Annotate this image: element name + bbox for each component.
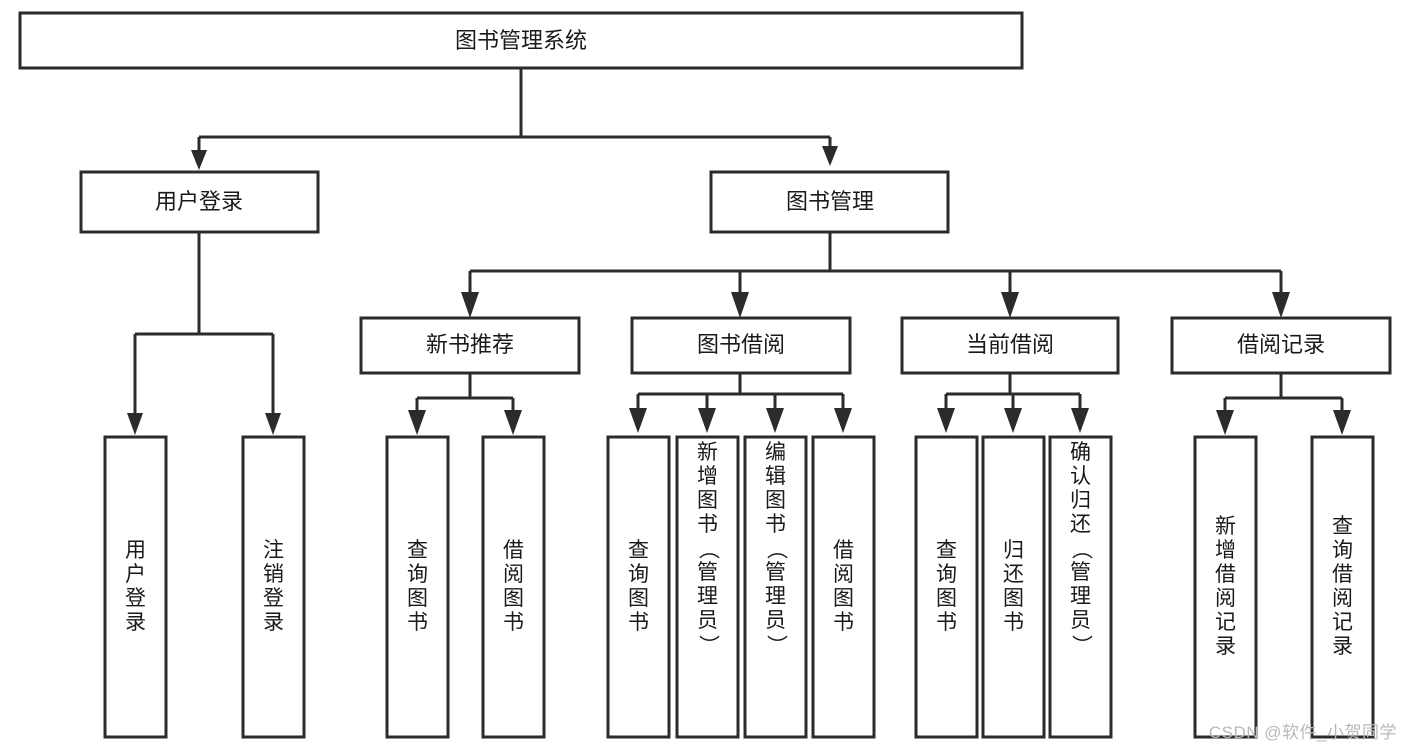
node-book-borrow-label: 图书借阅 [697, 332, 785, 357]
node-leaf-query-book-2[interactable] [606, 435, 671, 739]
node-leaf-edit-book[interactable] [743, 435, 808, 739]
node-leaf-query-book-3[interactable] [914, 435, 979, 739]
arrowhead-current-borrow [1001, 292, 1019, 318]
arrowhead-new-book-rec [461, 292, 479, 318]
node-user-login[interactable] [79, 170, 320, 234]
node-user-login-label: 用户登录 [155, 189, 243, 214]
arrowhead-leaf-return-book [1004, 408, 1022, 433]
node-book-borrow[interactable] [630, 316, 852, 375]
arrowhead-leaf-edit-book [766, 408, 784, 433]
node-borrow-record-label: 借阅记录 [1237, 332, 1325, 357]
arrowhead-user-login [191, 150, 207, 170]
node-new-book-rec[interactable] [359, 316, 581, 375]
connector-group [127, 68, 1351, 435]
node-new-book-rec-label: 新书推荐 [426, 332, 514, 357]
node-root-label: 图书管理系统 [455, 28, 587, 53]
node-leaf-logout[interactable] [241, 435, 306, 739]
node-current-borrow-label: 当前借阅 [966, 332, 1054, 357]
node-borrow-record[interactable] [1170, 316, 1392, 375]
node-leaf-user-login[interactable] [103, 435, 168, 739]
arrowhead-leaf-borrow-book-2 [834, 408, 852, 433]
arrowhead-leaf-add-record [1216, 410, 1234, 435]
arrowhead-leaf-logout [265, 413, 281, 435]
node-leaf-confirm-return[interactable] [1048, 435, 1113, 739]
arrowhead-book-borrow [731, 292, 749, 318]
node-root[interactable] [18, 11, 1024, 70]
arrowhead-leaf-query-book-2 [629, 408, 647, 433]
arrowhead-book-manage [822, 146, 838, 166]
node-leaf-add-record[interactable] [1193, 435, 1258, 739]
arrowhead-leaf-add-book [698, 408, 716, 433]
arrowhead-leaf-query-book-3 [937, 408, 955, 433]
node-leaf-query-book-1[interactable] [385, 435, 450, 739]
node-leaf-return-book[interactable] [981, 435, 1046, 739]
node-leaf-borrow-book-2[interactable] [811, 435, 876, 739]
node-leaf-add-book[interactable] [675, 435, 740, 739]
watermark-text: CSDN @软件_小贺同学 [1208, 723, 1397, 742]
node-current-borrow[interactable] [900, 316, 1120, 375]
arrowhead-leaf-user-login [127, 413, 143, 435]
arrowhead-borrow-record [1272, 292, 1290, 318]
node-book-manage[interactable] [709, 170, 950, 234]
node-book-manage-label: 图书管理 [786, 189, 874, 214]
node-leaf-query-record[interactable] [1310, 435, 1375, 739]
arrowhead-leaf-query-book-1 [408, 410, 426, 435]
node-leaf-borrow-book-1[interactable] [481, 435, 546, 739]
arrowhead-leaf-borrow-book-1 [504, 410, 522, 435]
arrowhead-leaf-confirm-return [1071, 408, 1089, 433]
arrowhead-leaf-query-record [1333, 410, 1351, 435]
